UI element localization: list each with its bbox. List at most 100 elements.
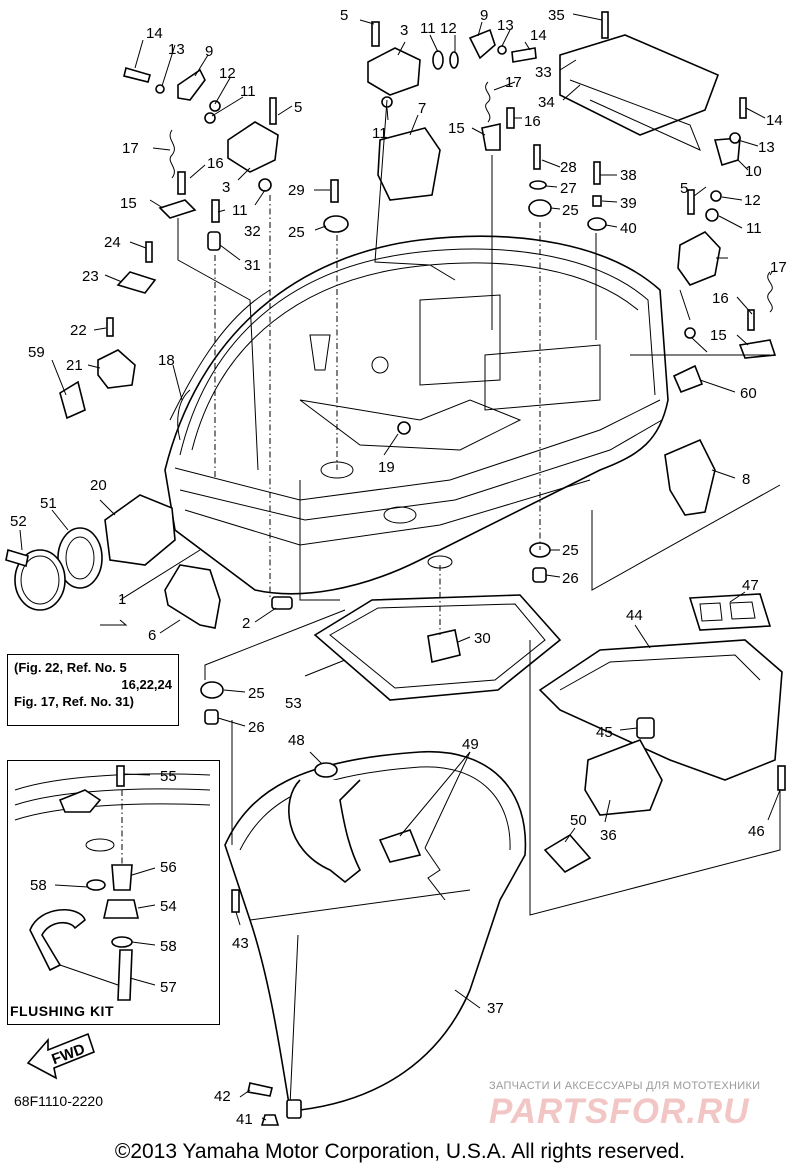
callout-14-top: 14 xyxy=(530,27,547,44)
callout-29: 29 xyxy=(288,182,305,199)
callout-48: 48 xyxy=(288,732,305,749)
callout-labels: 1 2 3 3 5 5 5 6 7 8 9 9 10 11 11 11 11 1… xyxy=(10,7,787,1128)
callout-13-left: 13 xyxy=(168,41,185,58)
collar-26-left xyxy=(204,709,219,725)
assembly-lines xyxy=(121,99,781,916)
callout-47: 47 xyxy=(742,577,759,594)
callout-50: 50 xyxy=(570,812,587,829)
reference-note-line-2: 16,22,24 xyxy=(121,677,172,692)
callout-16-right: 16 xyxy=(712,290,729,307)
callout-39: 39 xyxy=(620,195,637,212)
callout-52: 52 xyxy=(10,513,27,530)
callout-11-center: 11 xyxy=(372,125,388,142)
fwd-arrow-icon: FWD xyxy=(26,1032,95,1080)
callout-26-lower: 26 xyxy=(562,570,579,587)
callout-37: 37 xyxy=(487,1000,504,1017)
callout-36: 36 xyxy=(600,827,617,844)
callout-58-right: 58 xyxy=(160,938,177,955)
callout-25-upper: 25 xyxy=(288,224,305,241)
callout-38: 38 xyxy=(620,167,637,184)
callout-25-right: 25 xyxy=(562,202,579,219)
callout-51: 51 xyxy=(40,495,57,512)
bottom-cowling-pan xyxy=(164,235,669,595)
callout-14-left: 14 xyxy=(146,25,163,42)
callout-8: 8 xyxy=(742,471,750,488)
callout-16-center: 16 xyxy=(524,113,541,130)
callout-12-top: 12 xyxy=(440,20,457,37)
callout-17-right: 17 xyxy=(770,259,787,276)
callout-11-lower: 11 xyxy=(232,202,248,219)
callout-41: 41 xyxy=(236,1111,253,1128)
callout-40: 40 xyxy=(620,220,637,237)
seal-gasket xyxy=(313,594,562,701)
callout-28: 28 xyxy=(560,159,577,176)
callout-15-center: 15 xyxy=(448,120,465,137)
callout-27: 27 xyxy=(560,180,577,197)
fwd-label: FWD xyxy=(49,1041,87,1069)
reference-note-line-1: (Fig. 22, Ref. No. 5 xyxy=(14,660,127,675)
callout-12-left: 12 xyxy=(219,65,236,82)
callout-5-left: 5 xyxy=(294,99,302,116)
collar-26-lower xyxy=(532,567,547,583)
callout-19: 19 xyxy=(378,459,395,476)
reference-note-line-3: Fig. 17, Ref. No. 31) xyxy=(14,694,134,709)
callout-54: 54 xyxy=(160,898,177,915)
small-parts-top xyxy=(59,11,777,516)
callout-55: 55 xyxy=(160,768,177,785)
callout-57: 57 xyxy=(160,979,177,996)
callout-30: 30 xyxy=(474,630,491,647)
callout-16-left: 16 xyxy=(207,155,224,172)
collar-2 xyxy=(271,596,293,610)
callout-32: 32 xyxy=(244,223,261,240)
bracket-assembly xyxy=(538,593,786,874)
callout-23: 23 xyxy=(82,268,99,285)
watermark-subtitle: ЗАПЧАСТИ И АКСЕССУАРЫ ДЛЯ МОТОТЕХНИКИ xyxy=(489,1080,761,1092)
callout-44: 44 xyxy=(626,607,643,624)
callout-11-left: 11 xyxy=(240,83,256,100)
callout-56: 56 xyxy=(160,859,177,876)
callout-49: 49 xyxy=(462,736,479,753)
callout-18: 18 xyxy=(158,352,175,369)
callout-25-lower: 25 xyxy=(562,542,579,559)
flushing-kit-title: FLUSHING KIT xyxy=(10,1003,114,1019)
callout-1: 1 xyxy=(118,591,126,608)
callout-25-left: 25 xyxy=(248,685,265,702)
catalog-number: 68F1110-2220 xyxy=(14,1093,103,1109)
callout-5-right: 5 xyxy=(680,180,688,197)
callout-3-top: 3 xyxy=(400,22,408,39)
callout-6: 6 xyxy=(148,627,156,644)
callout-9-left: 9 xyxy=(205,43,213,60)
callout-43: 43 xyxy=(232,935,249,952)
callout-3-left: 3 xyxy=(222,179,230,196)
callout-9-top: 9 xyxy=(480,7,488,24)
callout-46: 46 xyxy=(748,823,765,840)
callout-11-top: 11 xyxy=(420,20,436,37)
callout-53: 53 xyxy=(285,695,302,712)
callout-20: 20 xyxy=(90,477,107,494)
flushing-kit-box xyxy=(7,760,220,1025)
callout-12-right: 12 xyxy=(744,192,761,209)
callout-17-left: 17 xyxy=(122,140,139,157)
flushing-kit-drawing xyxy=(14,765,211,1001)
callout-26-left: 26 xyxy=(248,719,265,736)
callout-45: 45 xyxy=(596,724,613,741)
callout-22: 22 xyxy=(70,322,87,339)
callout-10: 10 xyxy=(745,163,762,180)
callout-14-right: 14 xyxy=(766,112,783,129)
callout-58-left: 58 xyxy=(30,877,47,894)
callout-11-right: 11 xyxy=(746,220,762,237)
grommet-assembly xyxy=(5,494,221,629)
callout-35: 35 xyxy=(548,7,565,24)
callout-21: 21 xyxy=(66,357,83,374)
callout-31: 31 xyxy=(244,257,261,274)
callout-59: 59 xyxy=(28,344,45,361)
callout-13-top: 13 xyxy=(497,17,514,34)
watermark-logo: PARTSFOR.RU xyxy=(489,1092,750,1131)
callout-33: 33 xyxy=(535,64,552,81)
callout-34: 34 xyxy=(538,94,555,111)
callout-42: 42 xyxy=(214,1088,231,1105)
callout-15-left: 15 xyxy=(120,195,137,212)
callout-60: 60 xyxy=(740,385,757,402)
